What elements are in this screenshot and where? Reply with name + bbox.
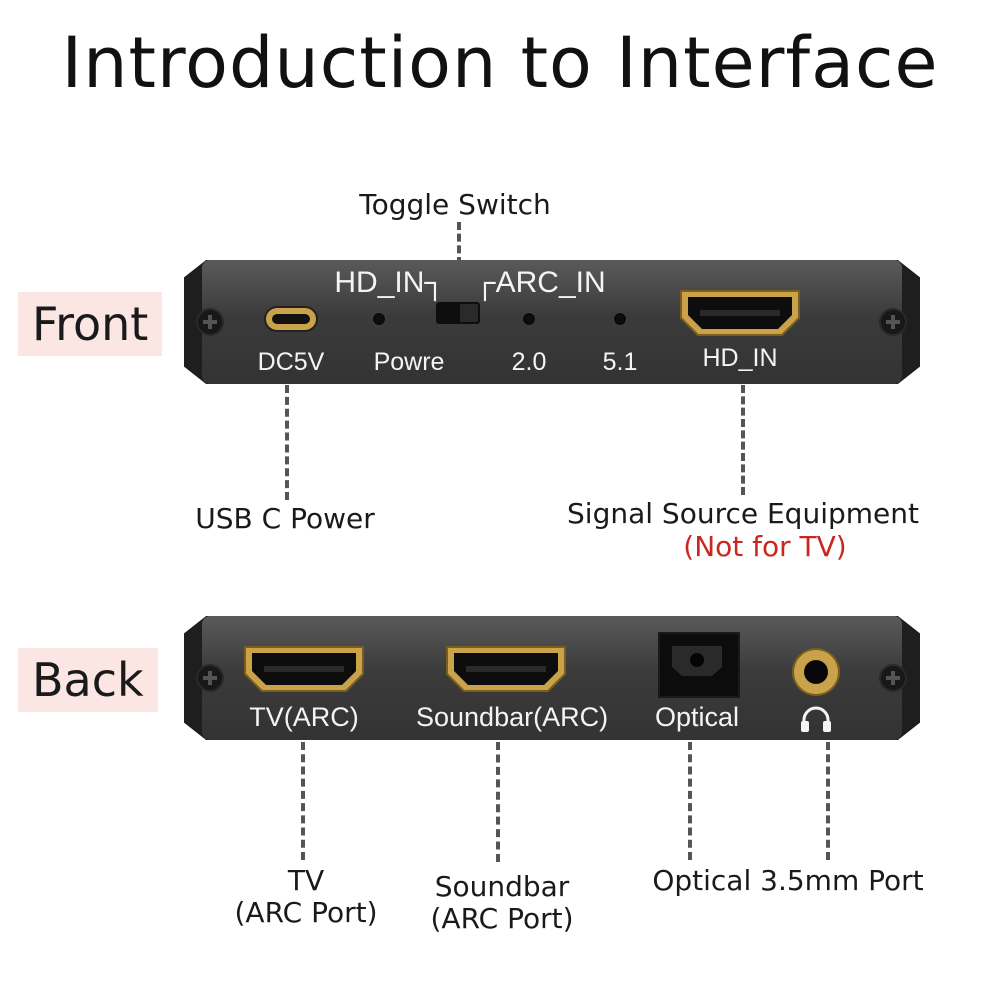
tv-callout-sub: (ARC Port) [234, 896, 378, 929]
usb-c-leader [285, 385, 289, 500]
jack-leader [826, 742, 830, 860]
optical-label: Optical [654, 702, 740, 732]
optical-leader [688, 742, 692, 860]
usb-c-power-callout: USB C Power [195, 502, 375, 535]
optical-35mm-callout: Optical 3.5mm Port [652, 864, 924, 897]
soundbar-leader [496, 742, 500, 862]
arc-in-switch-label: ┌ARC_IN [474, 266, 606, 299]
optical-port [658, 632, 740, 698]
led-2-0-label: 2.0 [511, 348, 547, 376]
toggle-switch-callout: Toggle Switch [359, 188, 551, 221]
front-panel: DC5V HD_IN┐ ┌ARC_IN Powre 2.0 5.1 HD_IN [184, 260, 920, 384]
dc5v-label: DC5V [257, 348, 325, 376]
screw-icon [881, 310, 905, 334]
tv-callout: TV [287, 864, 325, 897]
tv-leader [301, 742, 305, 860]
headphone-icon [801, 706, 831, 732]
hdmi-in-port [680, 290, 800, 336]
tv-arc-label: TV(ARC) [249, 702, 359, 732]
led-5-1-label: 5.1 [602, 348, 638, 376]
toggle-switch[interactable] [436, 302, 480, 324]
audio-jack-35mm [794, 650, 838, 694]
led-2-0 [523, 313, 535, 325]
tv-arc-port [244, 646, 364, 692]
screw-icon [881, 666, 905, 690]
page-title: Introduction to Interface [61, 22, 939, 104]
soundbar-arc-port [446, 646, 566, 692]
signal-source-leader [741, 385, 745, 495]
hd-in-port-label: HD_IN [702, 344, 778, 372]
front-tag: Front [18, 292, 163, 356]
soundbar-arc-label: Soundbar(ARC) [416, 702, 609, 732]
screw-icon [198, 310, 222, 334]
soundbar-callout-sub: (ARC Port) [430, 902, 574, 935]
screw-icon [198, 666, 222, 690]
soundbar-callout: Soundbar [434, 870, 570, 903]
hd-in-switch-label: HD_IN┐ [334, 266, 446, 299]
usb-c-port [266, 308, 316, 330]
power-led [373, 313, 385, 325]
back-panel: TV(ARC) Soundbar(ARC) Optical [184, 616, 920, 740]
not-for-tv-note: (Not for TV) [683, 530, 847, 563]
power-label: Powre [373, 348, 445, 376]
led-5-1 [614, 313, 626, 325]
back-tag: Back [18, 648, 158, 712]
signal-source-callout: Signal Source Equipment [567, 497, 919, 530]
